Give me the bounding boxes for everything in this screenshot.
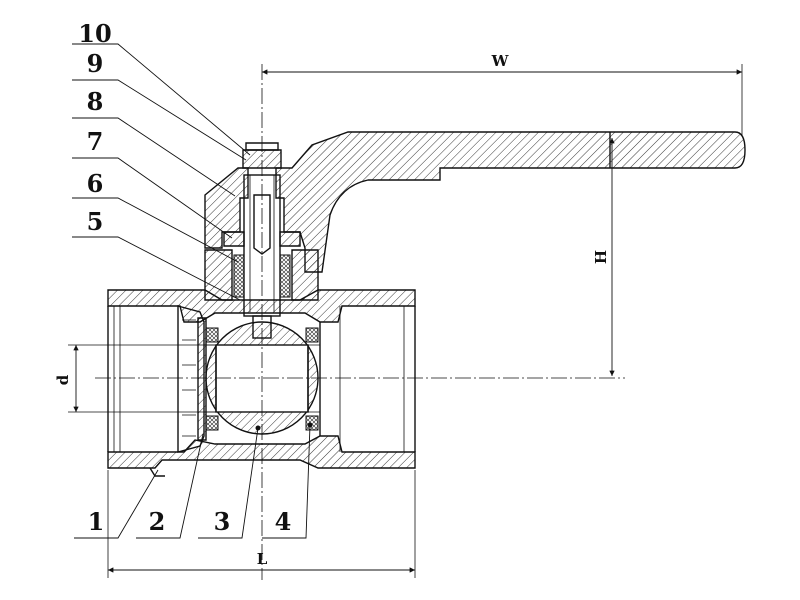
callout-3: 3	[198, 425, 261, 539]
lever-handle	[204, 131, 746, 273]
callout-4: 4	[262, 422, 313, 539]
part-label-6: 6	[87, 169, 104, 198]
callout-7: 7	[72, 127, 233, 239]
callout-8: 8	[72, 87, 236, 197]
dimension-w: W	[262, 52, 743, 135]
left-seat-top	[205, 327, 219, 343]
dim-l-label: L	[257, 550, 268, 568]
dimension-d: d	[54, 344, 216, 413]
right-seat-bottom	[305, 415, 319, 431]
valve-body	[107, 289, 416, 477]
dimension-h: H	[592, 138, 615, 376]
dim-d-label: d	[54, 374, 72, 385]
part-label-4: 4	[275, 507, 292, 536]
right-seat-top	[305, 327, 319, 343]
callout-5: 5	[72, 207, 241, 301]
callout-1: 1	[74, 469, 159, 539]
callout-6: 6	[72, 169, 239, 263]
dim-h-label: H	[592, 250, 610, 264]
left-seat-bottom	[205, 415, 219, 431]
callout-9: 9	[72, 49, 247, 161]
part-label-1: 1	[88, 507, 105, 536]
callout-10: 10	[72, 19, 251, 156]
part-label-9: 9	[87, 49, 104, 78]
part-label-8: 8	[87, 87, 104, 116]
stem-assembly	[204, 174, 319, 339]
part-label-7: 7	[87, 127, 104, 156]
part-label-5: 5	[87, 207, 104, 236]
part-label-2: 2	[149, 507, 166, 536]
dim-w-label: W	[491, 52, 510, 70]
part-label-3: 3	[214, 507, 231, 536]
callout-2: 2	[136, 433, 204, 539]
dimension-l: L	[107, 470, 416, 578]
part-label-10: 10	[78, 19, 111, 48]
